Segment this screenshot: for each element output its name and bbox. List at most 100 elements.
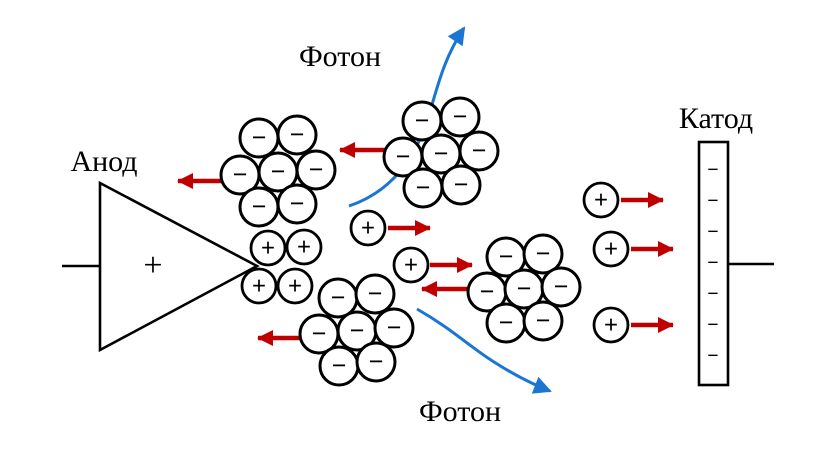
photon-label-bottom: Фотон <box>419 395 501 428</box>
electron-cluster-middle-right: −−−−−−− <box>466 233 582 344</box>
electron-particle: − <box>522 233 564 275</box>
ion-plus-symbol: + <box>361 215 375 242</box>
cathode-plate <box>697 140 730 387</box>
electron-minus-symbol: − <box>271 157 286 186</box>
electron-minus-symbol: − <box>480 277 495 306</box>
ion-plus-symbol: + <box>261 235 275 262</box>
anode-label: Анод <box>70 145 137 178</box>
cathode-label: Катод <box>679 102 753 135</box>
ion-circle <box>592 230 630 268</box>
cathode-charge-symbol: − <box>707 345 718 367</box>
ion-circle <box>592 306 630 344</box>
electron-particle: − <box>276 114 318 156</box>
electron-circle <box>540 266 582 308</box>
electron-particle: − <box>458 130 500 172</box>
anode: + Анод <box>62 145 260 353</box>
electron-minus-symbol: − <box>332 351 347 380</box>
electron-minus-symbol: − <box>434 139 449 168</box>
positive-ion: + <box>285 228 323 266</box>
cathode-charge-symbol: − <box>707 252 718 274</box>
anode-triangle <box>98 180 260 353</box>
positive-ion: + <box>249 229 287 267</box>
electron-minus-symbol: − <box>396 142 411 171</box>
electron-particle: − <box>522 300 564 342</box>
electron-circle <box>522 300 564 342</box>
positive-ion: + <box>582 181 620 219</box>
electron-particle: − <box>401 100 443 142</box>
electron-particle: − <box>402 167 444 209</box>
electron-circle <box>276 114 318 156</box>
cathode-charge-symbol: − <box>707 190 718 212</box>
electron-particle: − <box>276 183 318 225</box>
electron-minus-symbol: − <box>536 306 551 335</box>
positive-ion: + <box>392 246 430 284</box>
positive-ion: + <box>349 209 387 247</box>
electron-particle: − <box>354 273 396 315</box>
electron-particle: − <box>238 117 280 159</box>
electron-particle: − <box>238 186 280 228</box>
cathode-charge-symbol: − <box>707 221 718 243</box>
ion-plus-symbol: + <box>252 273 266 300</box>
electron-particle: − <box>318 345 360 387</box>
electron-minus-symbol: − <box>453 102 468 131</box>
ion-plus-symbol: + <box>604 312 618 339</box>
electron-minus-symbol: − <box>252 123 267 152</box>
ion-plus-symbol: + <box>288 273 302 300</box>
electron-minus-symbol: − <box>368 279 383 308</box>
electron-particle: − <box>298 313 340 355</box>
positive-ion: + <box>276 267 314 305</box>
electron-circle <box>522 233 564 275</box>
ion-circle <box>276 267 314 305</box>
electron-particle: − <box>485 236 527 278</box>
electron-minus-symbol: − <box>454 170 469 199</box>
electron-circle <box>440 164 482 206</box>
electron-minus-symbol: − <box>290 189 305 218</box>
ion-circle <box>285 228 323 266</box>
electron-particle: − <box>355 341 397 383</box>
positive-ion: + <box>592 230 630 268</box>
cathode-charge-symbol: − <box>707 314 718 336</box>
electron-particle: − <box>382 136 424 178</box>
electron-particle: − <box>373 307 415 349</box>
electron-particle: − <box>440 164 482 206</box>
particles-layer: −−−−−−−−−−−−−−−−−−−−−−−−−−−−+++++++++ <box>219 96 630 387</box>
electron-minus-symbol: − <box>233 160 248 189</box>
electron-particle: − <box>420 133 462 175</box>
electron-minus-symbol: − <box>309 155 324 184</box>
electron-circle <box>295 149 337 191</box>
ion-circle <box>582 181 620 219</box>
cathode-charge-symbol: − <box>707 283 718 305</box>
ion-circle <box>392 246 430 284</box>
electron-particle: − <box>219 154 261 196</box>
ion-plus-symbol: + <box>604 236 618 263</box>
electron-circle <box>354 273 396 315</box>
electron-cluster-upper-left: −−−−−−− <box>219 114 337 228</box>
electron-minus-symbol: − <box>387 313 402 342</box>
electron-particle: − <box>336 310 378 352</box>
cathode-charge-symbol: − <box>707 159 718 181</box>
ion-circle <box>349 209 387 247</box>
photon-wave-bottom <box>416 307 552 394</box>
electron-minus-symbol: − <box>517 274 532 303</box>
photon-label-top: Фотон <box>299 40 381 73</box>
positive-ion: + <box>240 267 278 305</box>
electron-circle <box>439 96 481 138</box>
electron-cluster-upper-middle: −−−−−−− <box>382 96 500 209</box>
electron-particle: − <box>295 149 337 191</box>
electron-minus-symbol: − <box>499 308 514 337</box>
electron-minus-symbol: − <box>472 136 487 165</box>
cathode: − − − − − − − Катод <box>679 102 774 387</box>
ion-plus-symbol: + <box>404 252 418 279</box>
electron-minus-symbol: − <box>312 319 327 348</box>
arrows-layer <box>177 142 674 346</box>
ion-circle <box>249 229 287 267</box>
anode-plus-symbol: + <box>143 247 162 284</box>
electron-minus-symbol: − <box>331 283 346 312</box>
electron-particle: − <box>317 277 359 319</box>
electron-minus-symbol: − <box>536 239 551 268</box>
electron-minus-symbol: − <box>499 242 514 271</box>
electron-particle: − <box>485 302 527 344</box>
positive-ion: + <box>592 306 630 344</box>
